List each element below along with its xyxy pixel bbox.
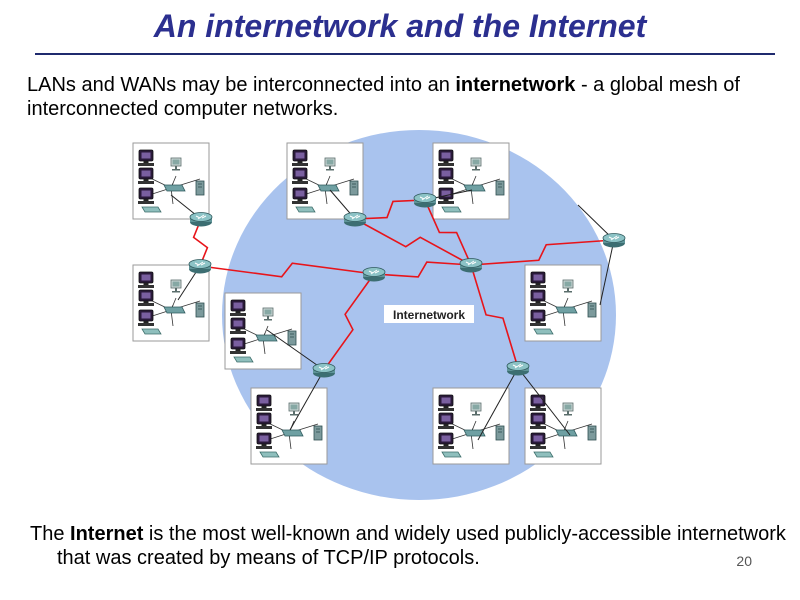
- intro-text-start: LANs and WANs may be interconnected into…: [27, 74, 456, 96]
- printer-icon: [441, 451, 462, 458]
- pc-icon: [229, 299, 247, 317]
- lan-uplink: [599, 239, 615, 306]
- lan-segment: [432, 142, 510, 220]
- pc-icon: [437, 149, 455, 167]
- printer-icon: [141, 206, 162, 213]
- router-icon: [506, 361, 530, 376]
- printer-icon: [233, 356, 254, 363]
- wan-link: [373, 261, 472, 278]
- printer-icon: [259, 451, 280, 458]
- outro-text-start: The: [30, 523, 71, 545]
- lan-segment: [432, 387, 510, 465]
- lan-segment: [286, 142, 364, 220]
- router-icon: [602, 233, 626, 248]
- server-icon: [587, 425, 597, 441]
- pc-icon: [437, 167, 455, 185]
- pc-icon: [137, 289, 155, 307]
- pc-icon: [255, 432, 273, 450]
- pc-icon: [291, 149, 309, 167]
- pc-icon: [137, 167, 155, 185]
- lan-uplink: [477, 367, 519, 441]
- router-icon: [362, 267, 386, 282]
- router-icon: [413, 193, 437, 208]
- slide-number: 20: [736, 553, 752, 569]
- lan-segment: [132, 264, 210, 342]
- lan-uplink: [517, 367, 571, 436]
- pc-icon: [529, 289, 547, 307]
- lan-segment: [524, 264, 602, 342]
- pc-icon: [529, 412, 547, 430]
- pc-icon: [437, 432, 455, 450]
- server-icon: [313, 425, 323, 441]
- intro-text-end: - a global mesh of interconnected comput…: [27, 74, 740, 120]
- intro-paragraph: LANs and WANs may be interconnected into…: [27, 73, 777, 121]
- wan-link: [424, 199, 472, 266]
- server-icon: [349, 180, 359, 196]
- switch-icon: [163, 306, 186, 314]
- pc-icon: [529, 271, 547, 289]
- wan-link: [470, 264, 519, 369]
- outro-text-end: is the most well-known and widely used p…: [57, 523, 786, 569]
- cloud-label-box: [384, 305, 474, 323]
- intro-keyword: internetwork: [455, 74, 576, 96]
- router-icon: [188, 259, 212, 274]
- pc-icon: [137, 149, 155, 167]
- pc-icon: [137, 271, 155, 289]
- router-icon: [189, 212, 213, 227]
- switch-icon: [281, 429, 304, 437]
- lan-segment: [250, 387, 328, 465]
- lan-uplink: [266, 329, 325, 371]
- server-icon: [587, 302, 597, 318]
- server-icon: [195, 180, 205, 196]
- wan-link: [323, 273, 375, 371]
- switch-icon: [463, 184, 486, 192]
- wan-link: [192, 218, 209, 267]
- pc-icon: [529, 309, 547, 327]
- lan-segment: [224, 292, 302, 370]
- pc-icon: [229, 337, 247, 355]
- printer-icon: [141, 328, 162, 335]
- switch-icon: [317, 184, 340, 192]
- printer-icon: [533, 328, 554, 335]
- router-icon: [312, 363, 336, 378]
- server-icon: [287, 330, 297, 346]
- outro-keyword: Internet: [70, 523, 144, 545]
- switch-icon: [555, 306, 578, 314]
- lan-uplink: [289, 369, 325, 431]
- server-icon: [195, 302, 205, 318]
- pc-icon: [437, 394, 455, 412]
- printer-icon: [533, 451, 554, 458]
- pc-icon: [437, 412, 455, 430]
- printer-icon: [295, 206, 316, 213]
- pc-icon: [137, 309, 155, 327]
- pc-icon: [255, 412, 273, 430]
- router-icon: [343, 212, 367, 227]
- server-icon: [495, 425, 505, 441]
- wan-link: [354, 199, 426, 220]
- printer-icon: [441, 206, 462, 213]
- wan-link: [470, 239, 615, 266]
- slide-title: An internetwork and the Internet: [153, 8, 647, 44]
- wan-link: [354, 218, 472, 266]
- wan-link: [199, 262, 375, 278]
- lan-segment: [132, 142, 210, 220]
- pc-icon: [255, 394, 273, 412]
- server-icon: [495, 180, 505, 196]
- pc-icon: [529, 432, 547, 450]
- switch-icon: [163, 184, 186, 192]
- outro-paragraph: The Internet is the most well-known and …: [30, 522, 797, 570]
- pc-icon: [291, 187, 309, 205]
- pc-icon: [229, 317, 247, 335]
- switch-icon: [255, 334, 278, 342]
- pc-icon: [291, 167, 309, 185]
- router-icon: [459, 258, 483, 273]
- cloud-label: Internetwork: [393, 308, 465, 322]
- pc-icon: [137, 187, 155, 205]
- title-divider: [35, 53, 775, 55]
- pc-icon: [529, 394, 547, 412]
